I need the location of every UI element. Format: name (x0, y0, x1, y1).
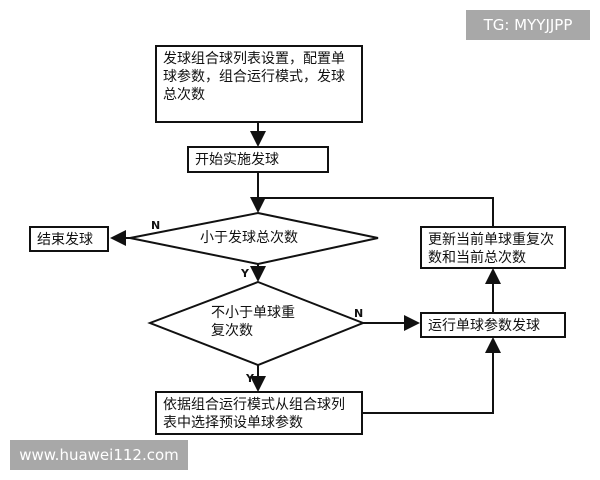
edge-label-n1: N (151, 219, 161, 232)
edge-label-y2: Y (246, 372, 254, 385)
watermark-bottom: www.huawei112.com (10, 440, 188, 470)
loop-line (258, 197, 494, 226)
decision-total-label: 小于发球总次数 (200, 230, 298, 246)
arrow-select-run (362, 337, 501, 414)
start-box: 开始实施发球 (187, 146, 329, 173)
select-box: 依据组合运行模式从组合球列表中选择预设单球参数 (155, 391, 363, 435)
setup-box: 发球组合球列表设置，配置单球参数，组合运行模式，发球总次数 (155, 45, 363, 123)
edge-label-n2: N (354, 307, 364, 320)
edge-label-y1: Y (241, 267, 249, 280)
watermark-top: TG: MYYJJPP (466, 10, 590, 40)
end-box: 结束发球 (29, 226, 109, 252)
decision-repeat-label: 不小于单球重复次数 (211, 305, 295, 339)
run-box: 运行单球参数发球 (420, 312, 566, 338)
update-box: 更新当前单球重复次数和当前总次数 (420, 226, 566, 269)
